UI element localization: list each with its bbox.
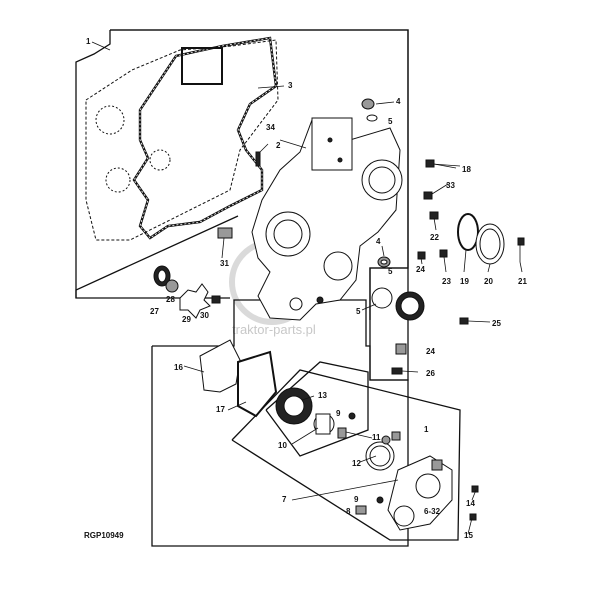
callout-15: 15 [464,531,473,540]
callout-16: 16 [174,363,183,372]
bolt-33 [423,191,433,200]
bolt-14 [471,485,479,493]
hardware-left [153,151,261,319]
callout-28: 28 [166,295,175,304]
callout-13: 13 [318,391,327,400]
upper-frame-divider [75,215,239,298]
bolt-25 [459,317,469,325]
callout-24b: 24 [426,347,435,356]
plug-4a [361,98,375,110]
callout-18: 18 [462,165,471,174]
bolt-26 [391,367,403,375]
nut-24b [395,343,407,355]
upper-frame-outline [110,29,409,320]
bolt-18 [425,159,435,168]
callout-4a: 4 [396,97,401,106]
callout-3: 3 [288,81,293,90]
callout-23: 23 [442,277,451,286]
callout-19: 19 [460,277,469,286]
pin-9a [348,412,356,420]
callout-22: 22 [430,233,439,242]
plug-8 [355,505,367,515]
bolt-30 [211,295,221,304]
bolt-22 [429,211,439,220]
bolt-23 [439,249,448,258]
callout-labels: 1 2 3 4 5 34 18 33 22 4 5 24 23 19 20 21… [86,37,527,540]
cover-16 [199,339,241,393]
inner-frame-rotor [265,361,369,457]
watermark: traktor-parts.pl [232,322,316,337]
callout-2: 2 [276,141,281,150]
callout-29: 29 [182,315,191,324]
callout-7: 7 [282,495,287,504]
callout-6-32: 6-32 [424,507,441,516]
pin-9b [376,496,384,504]
callout-5b: 5 [388,267,393,276]
gasket-17 [237,350,278,418]
callout-31: 31 [220,259,229,268]
callout-5c: 5 [356,307,361,316]
callout-34: 34 [266,123,275,132]
oil-pump-group [199,339,479,531]
callout-33: 33 [446,181,455,190]
figure-code: RGP10949 [84,531,124,540]
stud-31 [217,227,233,239]
callout-11: 11 [372,433,381,442]
lower-frame [151,299,409,547]
gasket-19 [457,213,479,251]
callout-17: 17 [216,405,225,414]
callout-9a: 9 [336,409,341,418]
callout-14: 14 [466,499,475,508]
hardware-right [361,98,525,375]
timing-gear-cover [251,117,403,321]
nut-24a [417,251,426,260]
gear-29 [179,283,211,319]
callout-10: 10 [278,441,287,450]
callout-27: 27 [150,307,159,316]
callout-9b: 9 [354,495,359,504]
callout-12: 12 [352,459,361,468]
callout-20: 20 [484,277,493,286]
bolt-21 [517,237,525,246]
upper-frame-left [75,30,230,299]
front-plate [85,39,279,241]
callout-21: 21 [518,277,527,286]
bolt-34 [255,151,261,167]
callout-26: 26 [426,369,435,378]
sleeve-5c [371,287,393,309]
spring-11 [337,427,347,439]
callout-5a: 5 [388,117,393,126]
inner-frame-pump [231,369,461,541]
callout-8: 8 [346,507,351,516]
callout-24a: 24 [416,265,425,274]
timing-cover-gasket [132,36,278,240]
washer-28 [165,279,179,293]
callout-30: 30 [200,311,209,320]
bolt-15 [469,513,477,521]
seal-washer-5a [366,114,378,122]
plug-1b [391,431,401,441]
callout-1: 1 [86,37,91,46]
leader-lines [91,41,523,535]
callout-1b: 1 [424,425,429,434]
callout-25: 25 [492,319,501,328]
callout-4b: 4 [376,237,381,246]
